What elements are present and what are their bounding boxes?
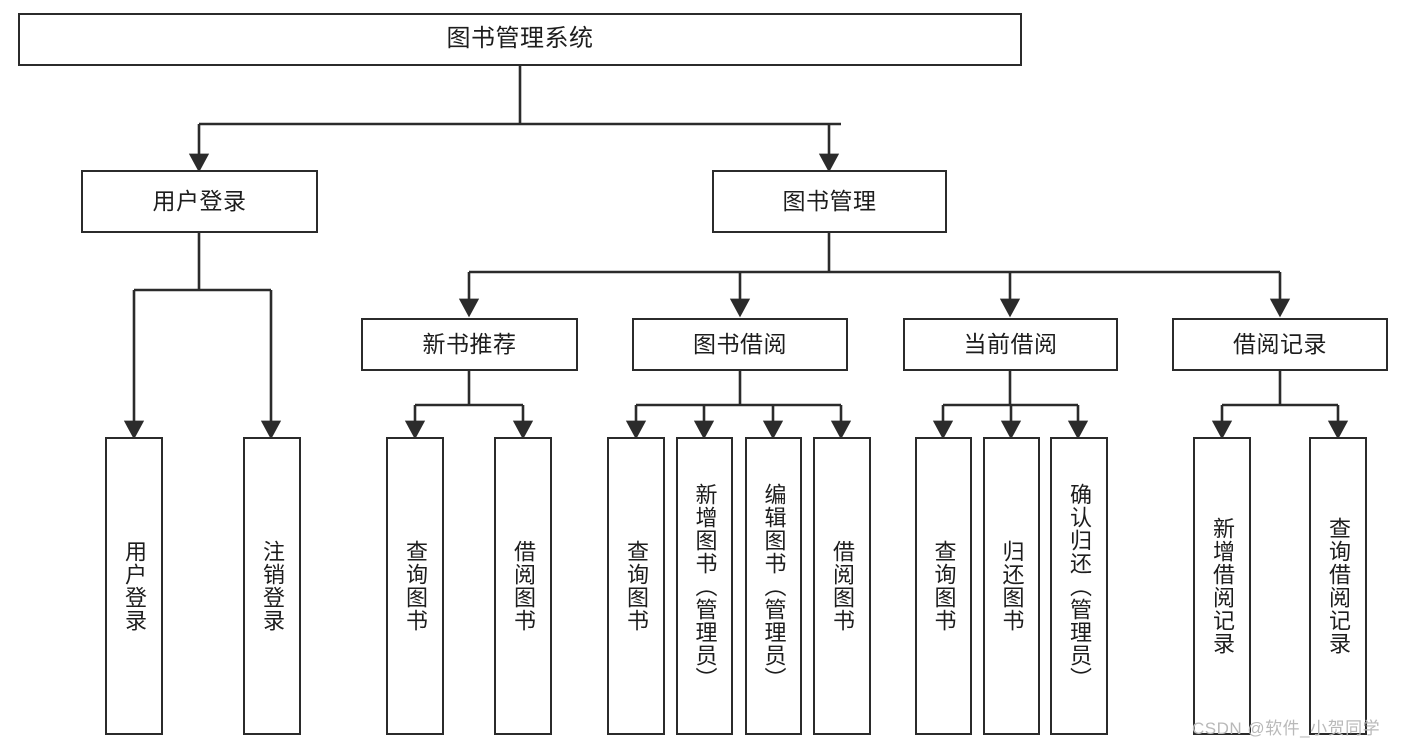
node-new-book-recommend-label: 新书推荐 — [422, 330, 517, 357]
leaf-logout-label: 注销登录 — [259, 540, 285, 632]
node-new-book-recommend[interactable]: 新书推荐 — [361, 318, 578, 371]
leaf-add-borrow-record[interactable]: 新增借阅记录 — [1193, 437, 1251, 735]
node-book-borrow[interactable]: 图书借阅 — [632, 318, 848, 371]
node-borrow-record-label: 借阅记录 — [1233, 330, 1327, 357]
node-current-borrow[interactable]: 当前借阅 — [903, 318, 1118, 371]
leaf-return-book[interactable]: 归还图书 — [983, 437, 1040, 735]
leaf-logout[interactable]: 注销登录 — [243, 437, 301, 735]
leaf-confirm-return-admin[interactable]: 确认归还（管理员） — [1050, 437, 1108, 735]
leaf-user-login[interactable]: 用户登录 — [105, 437, 163, 735]
node-book-management[interactable]: 图书管理 — [712, 170, 947, 233]
node-current-borrow-label: 当前借阅 — [963, 330, 1058, 357]
node-root[interactable]: 图书管理系统 — [18, 13, 1022, 66]
node-book-borrow-label: 图书借阅 — [693, 330, 787, 357]
node-borrow-record[interactable]: 借阅记录 — [1172, 318, 1388, 371]
leaf-borrow-book[interactable]: 借阅图书 — [813, 437, 871, 735]
leaf-add-borrow-record-label: 新增借阅记录 — [1209, 517, 1235, 655]
leaf-query-borrow-record-label: 查询借阅记录 — [1325, 517, 1351, 655]
node-book-management-label: 图书管理 — [782, 187, 877, 214]
leaf-return-book-label: 归还图书 — [999, 540, 1025, 632]
leaf-recommend-query-book[interactable]: 查询图书 — [386, 437, 444, 735]
leaf-recommend-borrow-book-label: 借阅图书 — [510, 540, 536, 632]
leaf-edit-book-admin[interactable]: 编辑图书（管理员） — [745, 437, 802, 735]
node-root-label: 图书管理系统 — [446, 25, 594, 53]
leaf-borrow-book-label: 借阅图书 — [829, 540, 855, 632]
leaf-add-book-admin-label: 新增图书（管理员） — [692, 482, 718, 690]
leaf-confirm-return-admin-label: 确认归还（管理员） — [1066, 482, 1092, 690]
leaf-current-query-book[interactable]: 查询图书 — [915, 437, 972, 735]
leaf-borrow-query-book-label: 查询图书 — [623, 540, 649, 632]
leaf-recommend-borrow-book[interactable]: 借阅图书 — [494, 437, 552, 735]
leaf-borrow-query-book[interactable]: 查询图书 — [607, 437, 665, 735]
node-user-login[interactable]: 用户登录 — [81, 170, 318, 233]
leaf-edit-book-admin-label: 编辑图书（管理员） — [761, 482, 787, 690]
leaf-add-book-admin[interactable]: 新增图书（管理员） — [676, 437, 733, 735]
leaf-recommend-query-book-label: 查询图书 — [402, 540, 428, 632]
leaf-query-borrow-record[interactable]: 查询借阅记录 — [1309, 437, 1367, 735]
leaf-user-login-label: 用户登录 — [121, 540, 147, 632]
leaf-current-query-book-label: 查询图书 — [931, 540, 957, 632]
node-user-login-label: 用户登录 — [152, 187, 247, 214]
